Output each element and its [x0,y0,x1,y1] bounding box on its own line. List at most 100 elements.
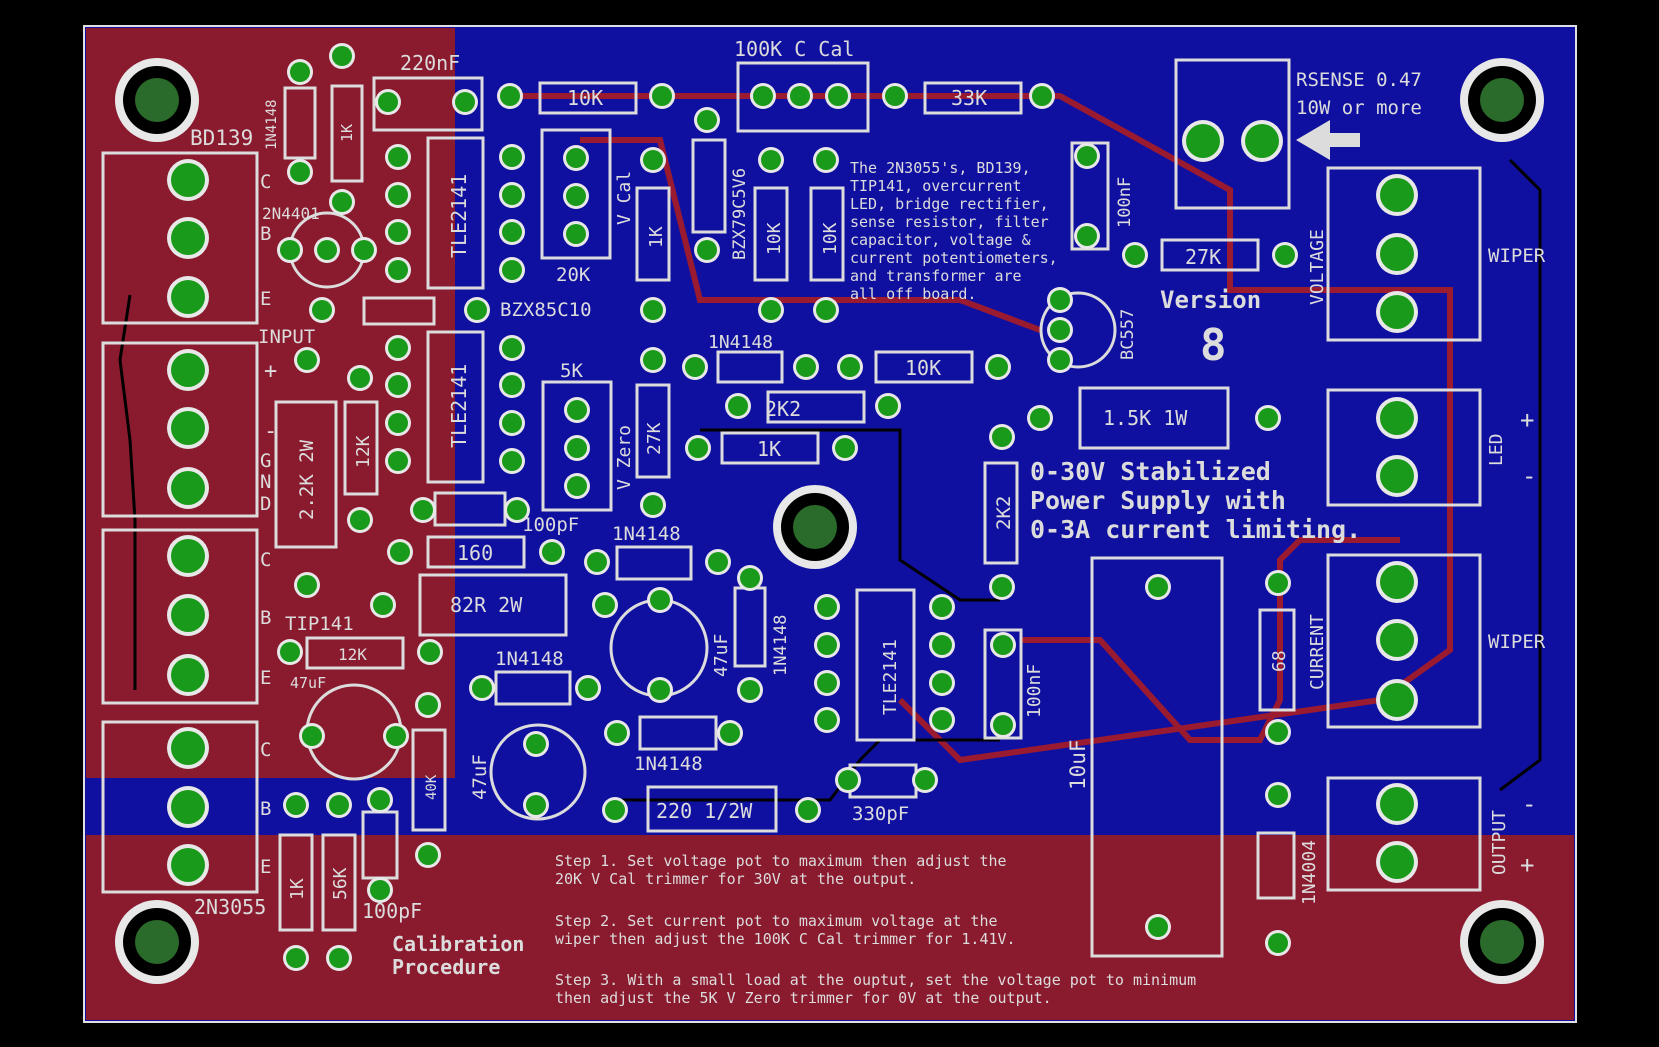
mounting-hole-bl [115,900,199,984]
note-line-6: current potentiometers, [850,249,1058,267]
note-line-7: and transformer are [850,267,1022,285]
label-gnd-n: N [260,471,271,493]
label-led-minus: - [1522,462,1536,490]
label-220-1/2w: 220 1/2W [656,799,753,823]
label-calibration: Calibration [392,932,524,956]
label-5k: 5K [560,360,583,382]
label-gnd-d: D [260,493,271,515]
label-c2: C [260,549,271,571]
ic-tle2141-1 [385,136,525,290]
label-1n4148-d: 1N4148 [495,648,564,670]
label-e3: E [260,856,271,878]
step3-line-a: Step 3. With a small load at the ouptut,… [555,971,1196,989]
label-1k-c: 1K [757,437,781,461]
label-title-2: Power Supply with [1030,486,1286,515]
label-b1: B [260,223,271,245]
note-line-2: TIP141, overcurrent [850,177,1022,195]
label-1n4148-v: 1N4148 [264,99,280,150]
label-12k-b: 12K [338,645,367,664]
label-68: 68 [1269,650,1290,672]
label-led: LED [1486,433,1507,466]
note-line-1: The 2N3055's, BD139, [850,159,1031,177]
connector-tip141 [101,528,259,705]
label-minus-input: - [264,419,277,444]
connector-current [1326,553,1482,729]
label-100pf-b: 100pF [522,514,579,536]
connector-2n3055 [101,720,259,894]
label-160: 160 [457,541,493,565]
label-100nf-a: 100nF [1115,177,1135,228]
label-2.2k-2w: 2.2K 2W [296,439,318,520]
label-procedure: Procedure [392,955,500,979]
label-1.5k-1w: 1.5K 1W [1103,406,1188,430]
label-rsense-2: 10W or more [1296,97,1422,119]
connector-rsense [1174,58,1291,210]
step3-line-b: then adjust the 5K V Zero trimmer for 0V… [555,989,1052,1007]
label-current: CURRENT [1307,614,1328,690]
label-tle2141-1: TLE2141 [447,174,471,258]
label-1n4148-f: 1N4148 [634,753,703,775]
label-e2: E [260,667,271,689]
label-20k: 20K [556,264,591,286]
arrow-icon [1296,120,1360,160]
label-12k-a: 12K [353,435,374,468]
label-out-minus: - [1522,790,1536,818]
label-tle2141-2: TLE2141 [447,364,471,448]
label-100nf-b: 100nF [1024,664,1045,718]
label-10uf: 10uF [1066,739,1090,790]
label-100k-c-cal: 100K C Cal [734,37,854,61]
label-rsense-1: RSENSE 0.47 [1296,69,1422,91]
label-c1: C [260,171,271,193]
label-1n4148-b: 1N4148 [708,332,773,353]
label-47uf-a: 47uF [290,674,326,692]
step2-line-b: wiper then adjust the 100K C Cal trimmer… [555,930,1016,948]
step1-line-a: Step 1. Set voltage pot to maximum then … [555,852,1007,870]
label-1n4004: 1N4004 [1299,840,1320,905]
bottom-copper-pour-bottom [86,835,1574,1020]
label-1n4148-e: 1N4148 [771,615,791,676]
label-1k-v2: 1K [646,226,667,248]
label-plus-input: + [264,359,277,384]
note-line-8: all off board. [850,285,976,303]
label-10k-c: 10K [905,356,941,380]
connector-bd139 [101,151,259,325]
label-47uf-c: 47uF [469,754,491,800]
step1-line-b: 20K V Cal trimmer for 30V at the output. [555,870,916,888]
label-100pf-a: 100pF [362,899,422,923]
label-title-1: 0-30V Stabilized [1030,457,1271,486]
label-82r-2w: 82R 2W [450,593,523,617]
bottom-copper-pour-left [86,28,455,778]
label-version-num: 8 [1200,320,1227,371]
label-c3: C [260,739,271,761]
label-10k-top: 10K [567,86,603,110]
label-10k-v1: 10K [764,222,785,255]
label-bd139: BD139 [190,126,253,150]
label-2n3055: 2N3055 [194,895,266,919]
silkscreen-labels: BD139 C B E 2N4401 1N4148 1K 220nF TLE21… [190,37,1546,1007]
components [274,61,1296,958]
note-line-4: sense resistor, filter [850,213,1049,231]
ic-tle2141-3 [814,588,955,742]
label-out-plus: + [1520,851,1534,879]
label-gnd-g: G [260,450,271,472]
label-2k2-a: 2K2 [765,397,801,421]
label-title-3: 0-3A current limiting. [1030,515,1361,544]
mounting-hole-tr [1460,58,1544,142]
label-27k-b: 27K [644,422,665,455]
label-input: INPUT [258,326,315,348]
label-b2: B [260,607,271,629]
label-40k: 40K [424,774,440,800]
label-33k: 33K [951,86,987,110]
connector-input [101,341,259,518]
label-1k-v: 1K [338,124,356,142]
label-bc557: BC557 [1118,309,1138,360]
traces [118,93,1542,802]
mounting-hole-tl [115,58,199,142]
label-output: OUTPUT [1489,810,1510,875]
label-2n4401: 2N4401 [262,204,320,223]
connector-output [1326,776,1482,892]
label-1k-b: 1K [287,878,308,900]
label-56k: 56K [330,867,351,900]
label-v-cal: V Cal [614,171,635,225]
